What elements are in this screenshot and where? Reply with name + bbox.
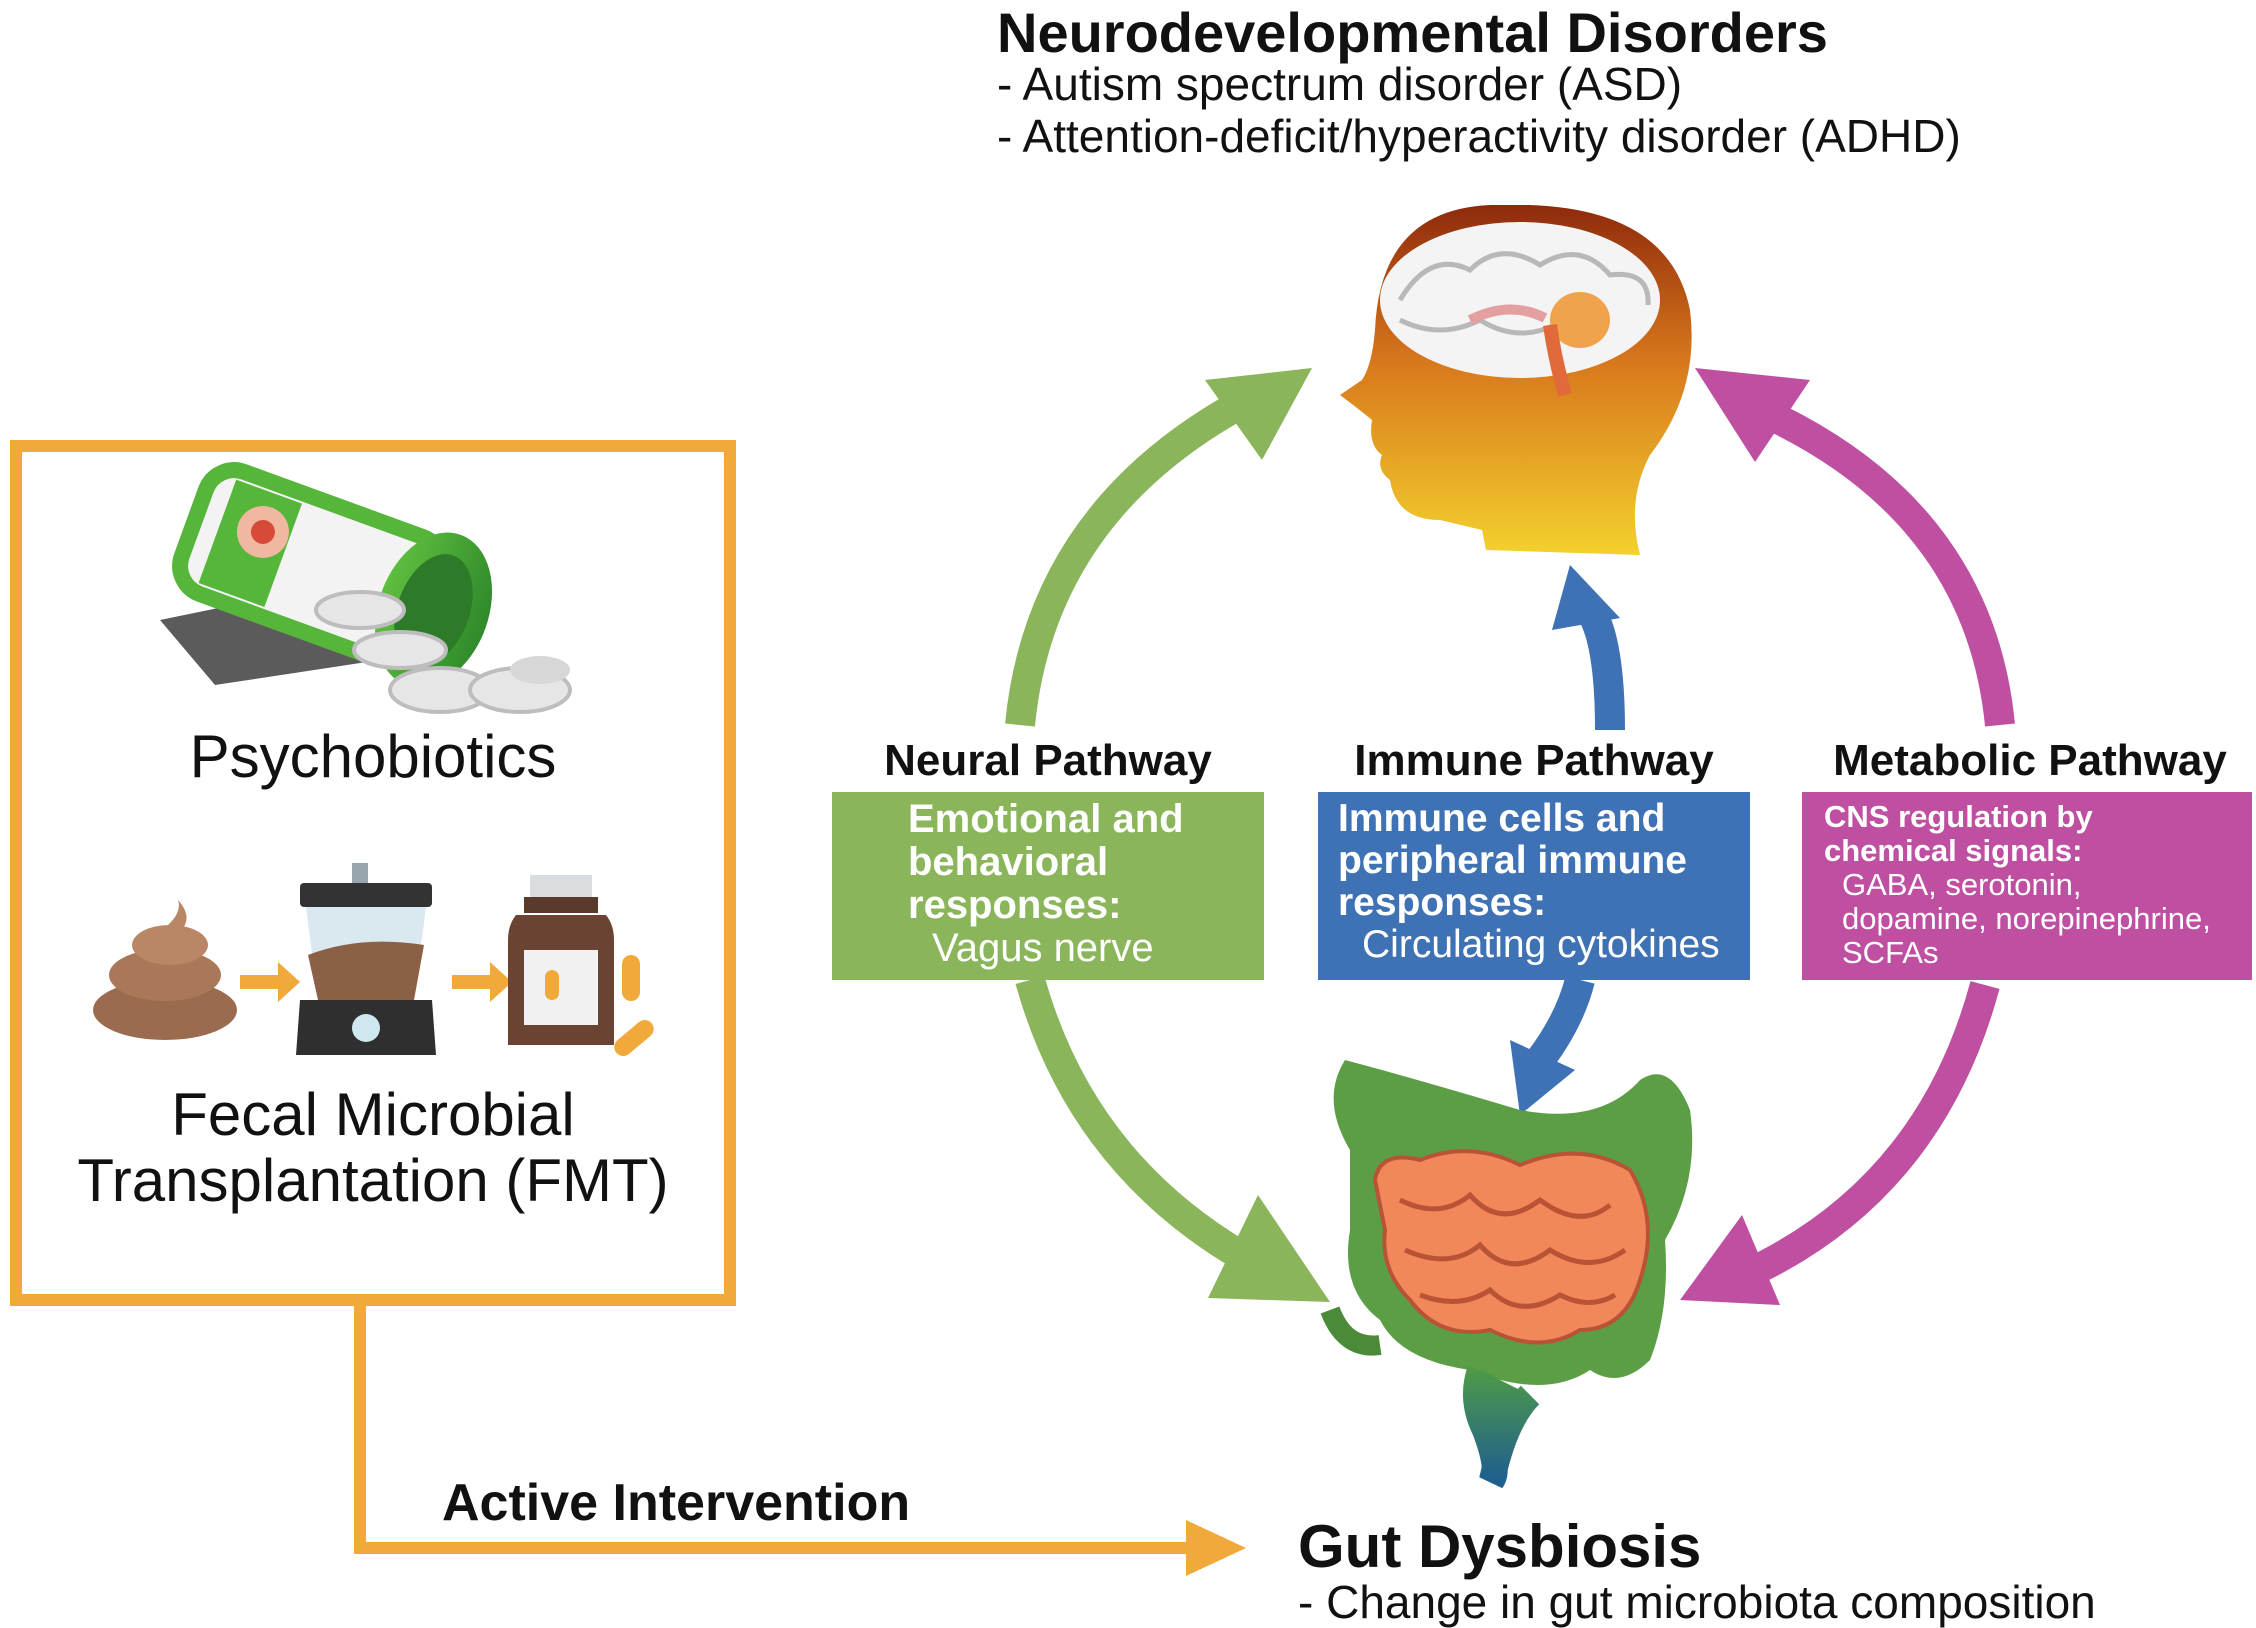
fmt-label: Fecal Microbial Transplantation (FMT) — [16, 1082, 730, 1214]
intervention-box — [10, 440, 736, 1306]
arrow-stool-to-blender — [240, 962, 300, 1002]
neural-heading-line-1: Emotional and — [908, 797, 1184, 841]
intervention-arrow-line — [354, 1300, 1190, 1554]
metabolic-detail-line-2: dopamine, norepinephrine, — [1842, 901, 2211, 936]
stool-icon — [93, 900, 237, 1040]
metabolic-detail-line-3: SCFAs — [1842, 935, 1939, 970]
immune-arrow-down — [1527, 976, 1595, 1069]
immune-arrowhead-down — [1510, 1040, 1575, 1115]
active-intervention-label: Active Intervention — [442, 1474, 911, 1532]
metabolic-arrowhead-up — [1695, 368, 1810, 462]
brain-head-icon — [1340, 205, 1692, 555]
fmt-label-line-1: Fecal Microbial — [171, 1081, 575, 1148]
immune-heading-line-1: Immune cells and — [1338, 797, 1666, 840]
metabolic-pathway-box: CNS regulation by chemical signals: GABA… — [1802, 792, 2252, 980]
metabolic-arrowhead-down — [1680, 1215, 1780, 1305]
immune-detail: Circulating cytokines — [1362, 923, 1720, 966]
metabolic-pathway-title: Metabolic Pathway — [1833, 736, 2227, 785]
neural-heading-line-3: responses: — [908, 883, 1122, 927]
immune-pathway-title: Immune Pathway — [1354, 736, 1714, 785]
intestine-icon — [1320, 1060, 1693, 1489]
neural-arrowhead-up — [1205, 368, 1312, 460]
immune-heading-line-3: responses: — [1338, 881, 1547, 924]
immune-pathway-box: Immune cells and peripheral immune respo… — [1318, 792, 1750, 980]
top-item-adhd: - Attention-deficit/hyperactivity disord… — [997, 110, 1961, 162]
metabolic-heading-line-2: chemical signals: — [1824, 833, 2083, 868]
blender-icon — [296, 863, 436, 1055]
neural-detail: Vagus nerve — [932, 926, 1154, 970]
top-title: Neurodevelopmental Disorders — [997, 1, 1828, 64]
neural-pathway-box: Emotional and behavioral responses: Vagu… — [832, 792, 1264, 980]
pill-bottle-icon — [160, 462, 572, 714]
neural-heading-line-2: behavioral — [908, 840, 1109, 884]
neural-pathway-title: Neural Pathway — [884, 736, 1212, 785]
metabolic-arrow-up — [1773, 406, 2015, 727]
fmt-label-line-2: Transplantation (FMT) — [77, 1147, 669, 1214]
metabolic-arrow-down — [1738, 981, 2000, 1289]
metabolic-detail-line-1: GABA, serotonin, — [1842, 867, 2082, 902]
immune-arrowhead-up — [1552, 565, 1620, 630]
bottom-title: Gut Dysbiosis — [1298, 1513, 1702, 1580]
immune-arrow-up — [1577, 601, 1625, 731]
arrow-blender-to-bottle — [452, 962, 512, 1002]
neural-arrow-up — [1005, 397, 1238, 727]
neural-arrowhead-down — [1208, 1195, 1330, 1302]
metabolic-heading-line-1: CNS regulation by — [1824, 799, 2093, 834]
psychobiotics-label: Psychobiotics — [189, 723, 557, 790]
immune-heading-line-2: peripheral immune — [1338, 839, 1687, 882]
top-item-asd: - Autism spectrum disorder (ASD) — [997, 58, 1683, 110]
bottom-item: - Change in gut microbiota composition — [1298, 1576, 2096, 1628]
capsule-bottle-icon — [508, 875, 654, 1056]
neural-arrow-down — [1015, 975, 1248, 1268]
intervention-arrow-head — [1186, 1520, 1246, 1576]
